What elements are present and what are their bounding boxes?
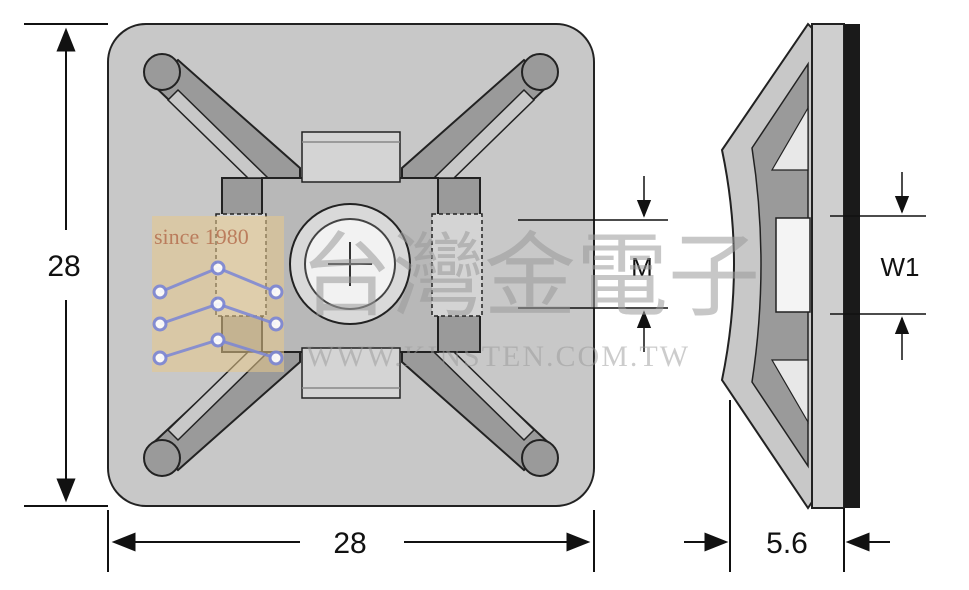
company-watermark: since 1980 台灣金電子 WWW.KINSTEN.COM.TW — [152, 216, 760, 373]
hole-label: M — [631, 252, 653, 282]
side-slot-opening — [775, 217, 811, 313]
thickness-label: 5.6 — [766, 527, 808, 560]
side-view: W1 5.6 — [684, 22, 926, 572]
slot-width-label: W1 — [881, 252, 920, 282]
width-dimension — [107, 510, 595, 572]
thickness-dimension — [684, 400, 890, 572]
hole-dimension — [518, 176, 668, 352]
height-label: 28 — [47, 250, 80, 283]
raised-arms — [166, 88, 536, 442]
since-label: since 1980 — [154, 224, 249, 249]
side-plate — [811, 23, 845, 509]
width-label: 28 — [333, 527, 366, 560]
website-watermark: WWW.KINSTEN.COM.TW — [306, 340, 690, 373]
adhesive-tape — [844, 24, 860, 508]
slot-width-dimension — [830, 172, 926, 360]
company-logo: since 1980 — [152, 216, 284, 372]
company-name-watermark: 台灣金電子 — [300, 223, 760, 330]
front-view: 28 28 — [24, 23, 595, 572]
screw-hole — [289, 203, 411, 325]
height-dimension — [24, 23, 108, 507]
